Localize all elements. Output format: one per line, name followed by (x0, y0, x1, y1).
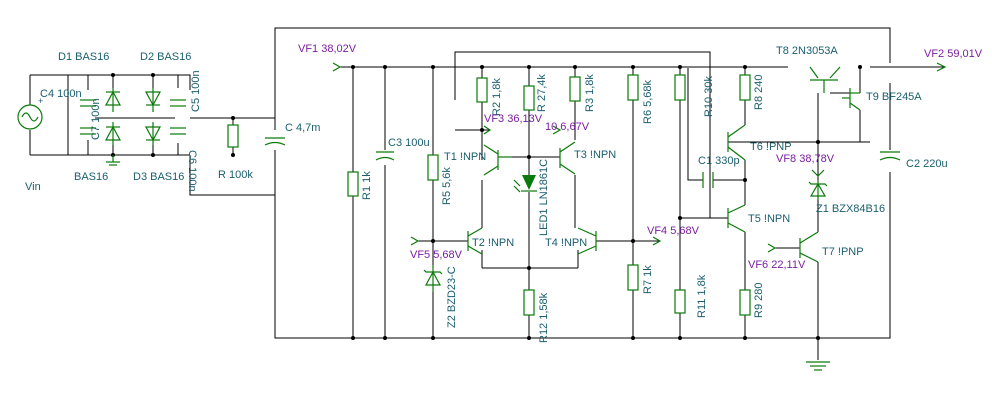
wires (29, 27, 945, 360)
label-led: LED1 LN1861C (538, 159, 550, 236)
probe-markers (332, 62, 947, 253)
transistor-t3[interactable] (559, 141, 576, 175)
transistor-t9[interactable] (842, 88, 861, 111)
capacitor-c47m[interactable] (264, 137, 286, 146)
label-r100k: R 100k (218, 169, 253, 181)
label-t8: T8 2N3053A (776, 45, 838, 57)
label-t9: T9 BF245A (866, 91, 922, 103)
resistor-r5[interactable] (427, 154, 439, 181)
resistor-r3[interactable] (569, 76, 581, 102)
junction-dots (111, 65, 862, 340)
resistor-r1[interactable] (347, 171, 359, 197)
label-z1: Z1 BZX84B16 (816, 203, 885, 215)
label-vin: Vin (25, 181, 41, 193)
label-r11: R11 1,8k (696, 274, 708, 318)
resistor-r6[interactable] (627, 74, 639, 101)
diode-d1[interactable] (104, 88, 122, 112)
label-t6: T6 !PNP (750, 141, 792, 153)
label-d1: D1 BAS16 (58, 51, 109, 63)
zener-z1[interactable] (808, 180, 828, 200)
probe-vf2: VF2 59,01V (924, 48, 983, 60)
label-d4: BAS16 (74, 171, 108, 183)
probe-vf5: VF5 5,68V (410, 249, 463, 261)
resistor-r9[interactable] (739, 289, 751, 316)
ac-source-vin[interactable]: + (17, 96, 43, 130)
label-c3: C3 100u (388, 137, 430, 149)
label-r5: R5 5,6k (441, 167, 453, 205)
label-t2: T2 !NPN (472, 237, 514, 249)
label-t5: T5 !NPN (748, 213, 790, 225)
diode-d3[interactable] (144, 122, 162, 145)
label-r1: R1 1k (361, 171, 373, 200)
resistor-r8[interactable] (739, 74, 751, 101)
label-r3: R3 1,8k (584, 74, 596, 112)
label-r274: R 27,4k (536, 74, 548, 112)
diode-d2[interactable] (144, 88, 162, 112)
ground-main (806, 361, 830, 371)
capacitor-c5[interactable] (170, 99, 186, 107)
label-t3: T3 !NPN (574, 149, 616, 161)
label-d2: D2 BAS16 (140, 51, 191, 63)
label-c2: C2 220u (906, 158, 948, 170)
resistor-r12[interactable] (523, 289, 535, 316)
transistor-t7[interactable] (799, 231, 819, 263)
capacitor-c7[interactable] (80, 127, 96, 135)
resistor-r274[interactable] (523, 85, 535, 111)
label-r8: R8 240 (753, 75, 765, 110)
label-c1: C1 330p (698, 155, 740, 167)
label-r9: R9 280 (753, 283, 765, 318)
label-c6: C6 100n (186, 150, 198, 192)
probe-vf4: VF4 5,68V (647, 225, 700, 237)
led-led1[interactable] (513, 175, 537, 193)
label-t1: T1 !NPN (444, 151, 486, 163)
probe-vf10: 10 6,67V (545, 121, 590, 133)
resistor-r7[interactable] (627, 264, 639, 291)
capacitor-c1[interactable] (702, 172, 714, 188)
resistor-r100k[interactable] (227, 124, 239, 148)
label-r10: R10 30k (703, 76, 715, 117)
voltage-probes: VF1 38,02V VF2 59,01V VF3 36,13V 10 6,67… (298, 43, 983, 271)
ground-rectifier (106, 155, 120, 166)
resistor-r10[interactable] (674, 74, 686, 101)
svg-text:+: + (38, 96, 43, 106)
label-r12: R12 1,58k (538, 292, 550, 343)
label-z2: Z2 BZD23-C (446, 266, 458, 328)
resistor-r11[interactable] (674, 289, 686, 314)
component-labels: D1 BAS16 D2 BAS16 BAS16 D3 BAS16 C4 100n… (25, 45, 948, 343)
probe-vf6: VF6 22,11V (748, 259, 806, 271)
label-r6: R6 5,68k (642, 79, 654, 124)
probe-vf3: VF3 36,13V (484, 113, 543, 125)
diode-d-bottom-left[interactable] (104, 122, 122, 145)
transistor-t6[interactable] (727, 124, 746, 161)
resistor-r2[interactable] (476, 77, 488, 103)
label-t4: T4 !NPN (545, 237, 587, 249)
label-c5: C5 100n (190, 70, 202, 112)
transistor-t4[interactable] (577, 227, 597, 255)
probe-vf1: VF1 38,02V (298, 43, 357, 55)
label-c47m: C 4,7m (285, 122, 320, 134)
capacitor-c3[interactable] (375, 151, 395, 161)
transistor-t5[interactable] (727, 204, 746, 233)
zener-z2[interactable] (423, 265, 443, 292)
capacitor-c6[interactable] (170, 127, 186, 135)
transistor-t1[interactable] (483, 144, 512, 176)
label-c7: C7 100n (90, 98, 102, 140)
capacitor-c2[interactable] (879, 151, 901, 161)
label-r2: R2 1,8k (491, 78, 503, 116)
transistor-t8[interactable] (809, 66, 841, 93)
label-r7: R7 1k (642, 265, 654, 294)
capacitor-c4[interactable] (80, 99, 96, 107)
probe-vf8: VF8 38,78V (776, 153, 835, 165)
transistor-t2[interactable] (467, 227, 483, 255)
label-d3: D3 BAS16 (133, 171, 184, 183)
label-t7: T7 !PNP (822, 246, 864, 258)
label-c4: C4 100n (40, 88, 82, 100)
